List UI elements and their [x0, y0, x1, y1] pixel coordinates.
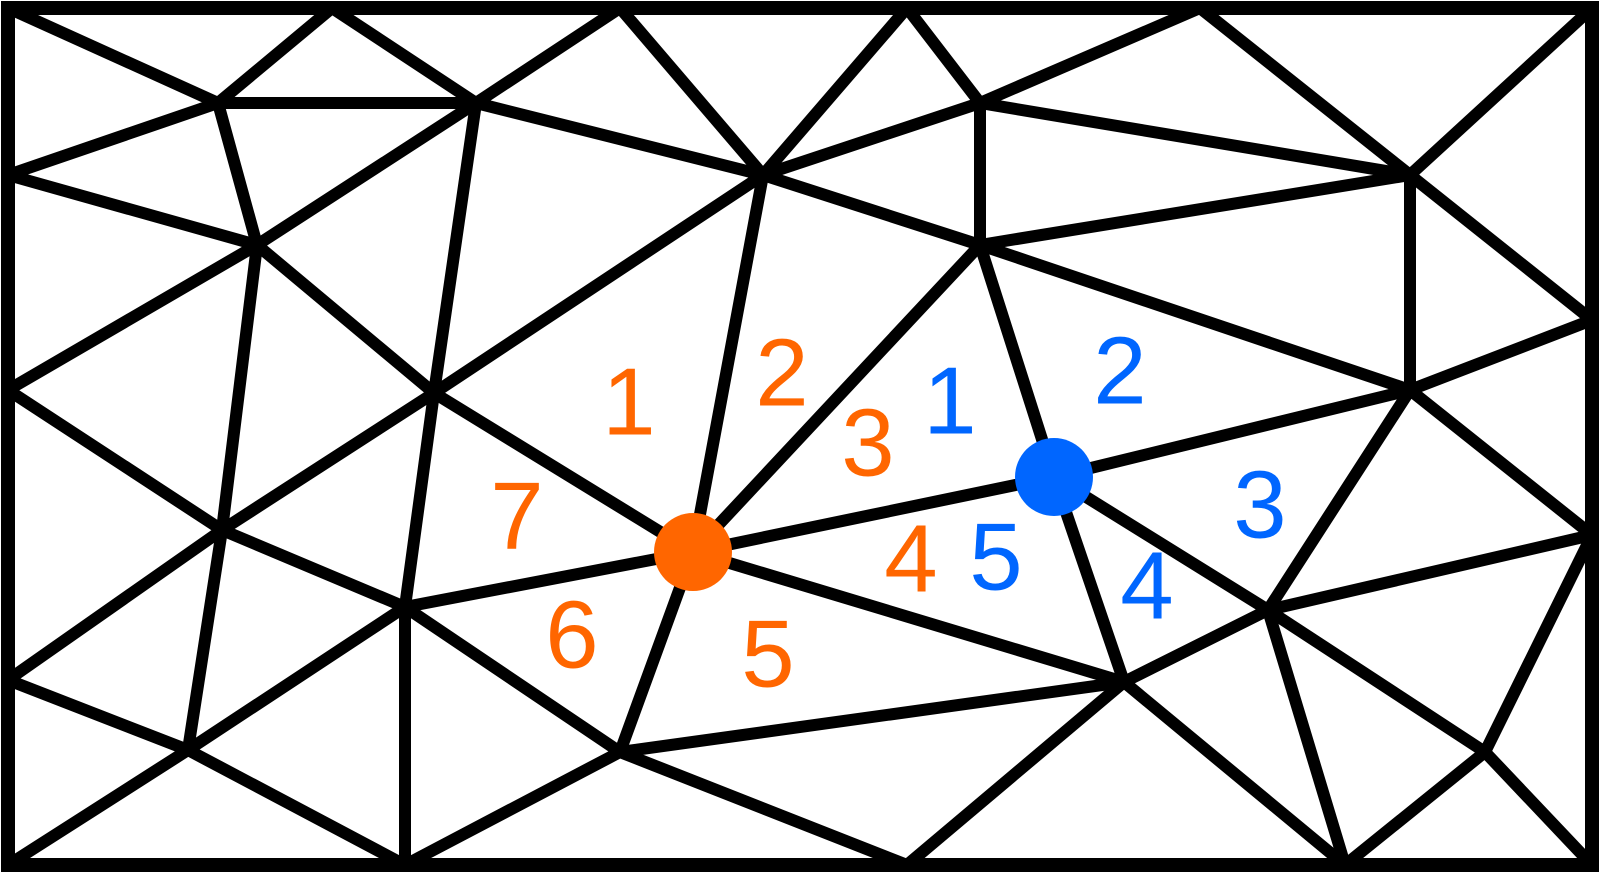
mesh-edge-43: [1048, 471, 1274, 616]
orange-label-3: 3: [841, 390, 894, 497]
mesh-edge-51: [182, 524, 228, 756]
mesh-edge-10: [470, 97, 769, 181]
orange-label-2: 2: [755, 320, 808, 427]
mesh-edge-8: [2, 169, 263, 251]
mesh-edge-5: [326, 2, 482, 109]
orange-label-5: 5: [741, 601, 794, 708]
mesh-edge-37: [216, 524, 411, 613]
orange-vertex-labels: 1 2 3 4 5 6 7: [490, 320, 937, 708]
mesh-edge-34: [687, 169, 769, 558]
mesh-edge-66: [1479, 529, 1598, 758]
mesh-edge-33: [428, 387, 699, 558]
mesh-edge-36: [399, 387, 440, 613]
mesh-edge-20: [757, 97, 986, 181]
mesh-edge-1: [2, 2, 224, 109]
blue-vertex-labels: 1 2 3 4 5: [923, 318, 1286, 640]
mesh-edge-25: [974, 97, 1416, 181]
mesh-edge-40: [974, 239, 1060, 483]
mesh-edge-15: [251, 239, 440, 399]
blue-label-2: 2: [1093, 318, 1146, 425]
mesh-edge-9: [251, 97, 482, 251]
mesh-edge-14: [2, 239, 263, 396]
orange-label-1: 1: [602, 349, 655, 456]
mesh-edge-59: [399, 746, 626, 871]
mesh-edge-52: [182, 601, 411, 756]
mesh-edge-61: [901, 676, 1130, 871]
mesh-edge-64: [1262, 604, 1491, 758]
orange-label-4: 4: [884, 506, 937, 613]
blue-label-3: 3: [1233, 452, 1286, 559]
mesh-edge-19: [216, 387, 440, 536]
mesh-edge-3: [212, 2, 338, 109]
mesh-edge-46: [687, 546, 1130, 688]
mesh-edge-65: [1339, 746, 1491, 871]
blue-label-1: 1: [923, 348, 976, 455]
mesh-edge-7: [212, 97, 263, 251]
mesh-edge-62: [1118, 676, 1351, 871]
blue-label-4: 4: [1120, 533, 1173, 640]
mesh-edge-63: [1262, 604, 1351, 871]
mesh-edge-6: [470, 2, 626, 109]
mesh-edge-12: [757, 2, 913, 181]
mesh-edge-38: [399, 546, 699, 613]
mesh-edge-31: [974, 239, 1416, 396]
mesh-edge-45: [1262, 529, 1598, 616]
mesh-edge-22: [974, 2, 1206, 109]
mesh-edge-24: [757, 169, 986, 251]
mesh-edge-26: [1194, 2, 1416, 181]
mesh-edge-2: [2, 97, 224, 181]
mesh-edge-41: [1048, 384, 1416, 483]
mesh-edge-11: [614, 2, 769, 181]
mesh-edge-21: [901, 2, 986, 109]
orange-label-6: 6: [545, 582, 598, 689]
mesh-edge-18: [2, 384, 228, 536]
mesh-edge-13: [428, 97, 482, 399]
orange-vertex-dot: [654, 513, 732, 591]
mesh-edge-57: [2, 744, 194, 871]
mesh-edge-50: [2, 674, 194, 756]
blue-label-5: 5: [969, 504, 1022, 611]
mesh-edge-39: [687, 471, 1060, 558]
mesh-edge-67: [1479, 746, 1598, 871]
mesh-edge-17: [216, 239, 263, 536]
mesh-edge-32: [1404, 314, 1598, 396]
mesh-edge-48: [1118, 604, 1274, 688]
mesh-edge-27: [1404, 2, 1598, 181]
mesh-edge-30: [1404, 169, 1598, 326]
mesh-edge-60: [614, 746, 913, 871]
mesh-edge-42: [1404, 384, 1598, 541]
mesh-edge-49: [2, 524, 228, 686]
mesh-edge-35: [687, 239, 986, 558]
mesh-edge-28: [974, 169, 1416, 251]
mesh-edge-58: [182, 744, 411, 871]
orange-label-7: 7: [490, 463, 543, 570]
mesh-edge-44: [1262, 384, 1416, 616]
mesh-edge-54: [399, 601, 626, 758]
mesh-edge-56: [614, 676, 1130, 758]
mesh-edge-16: [428, 169, 769, 399]
blue-vertex-dot: [1015, 438, 1093, 516]
